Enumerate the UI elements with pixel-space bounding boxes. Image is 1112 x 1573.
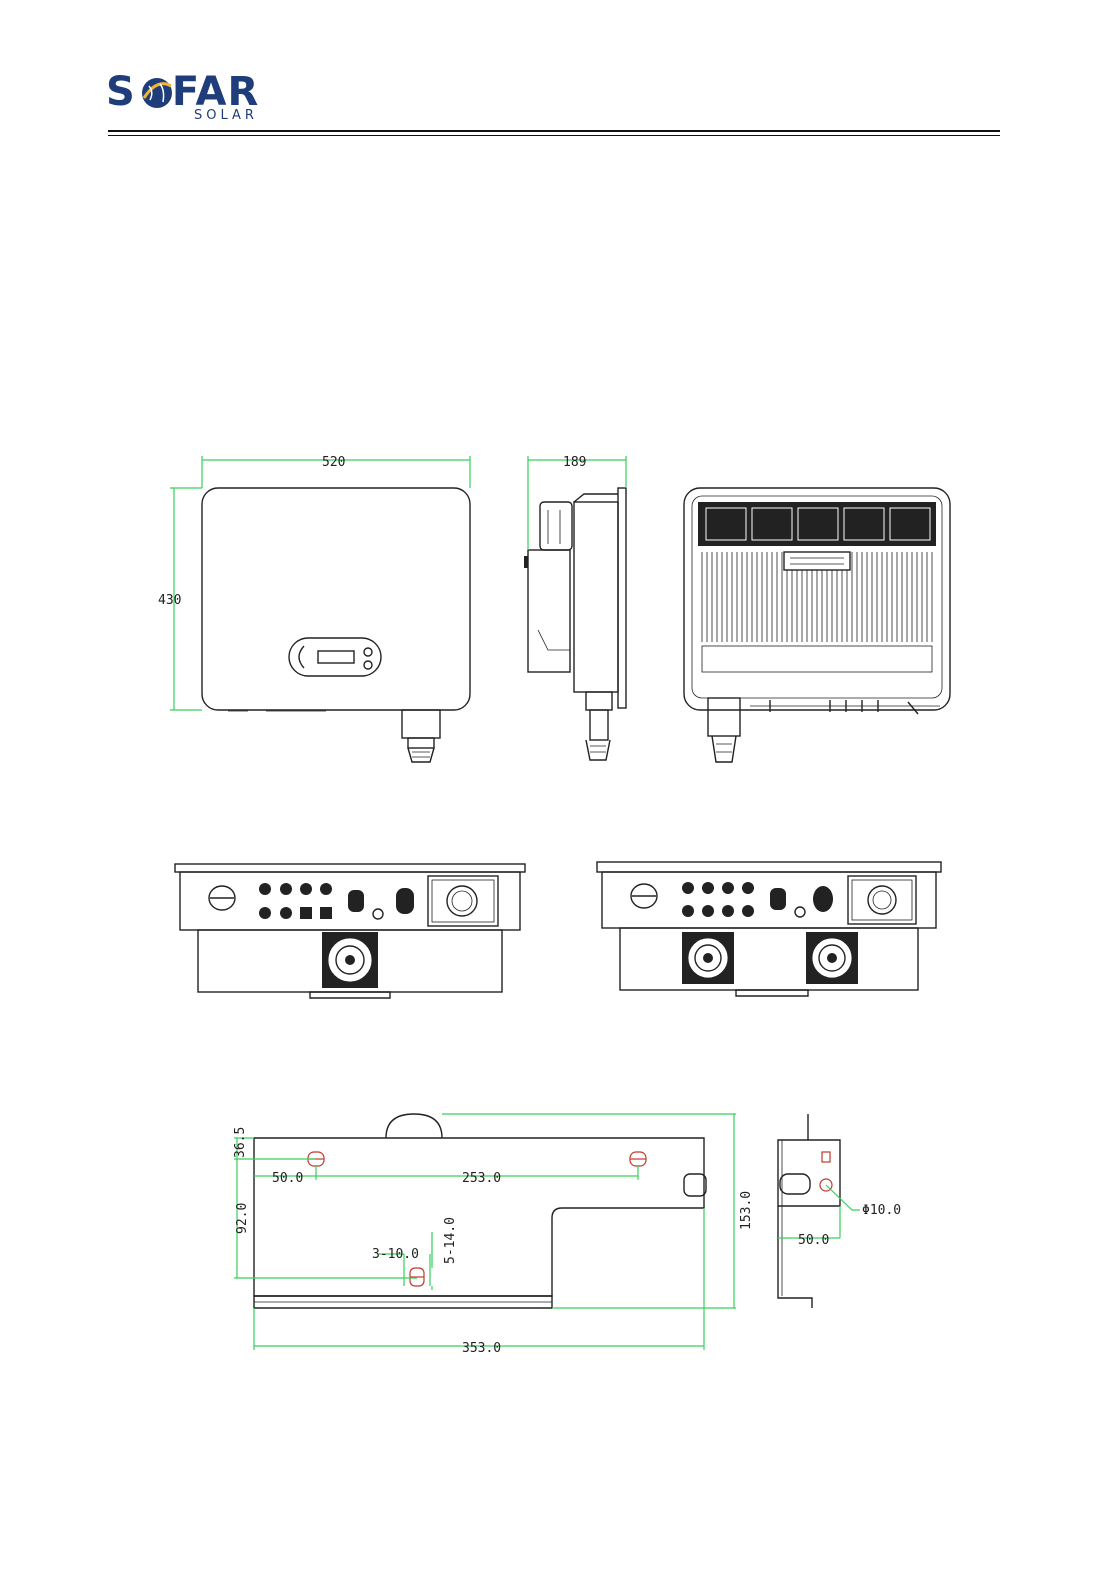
bracket-side-hole-dia: Φ10.0 (862, 1203, 901, 1218)
front-height-dim: 430 (158, 593, 181, 608)
mounting-bracket: 36.5 50.0 253.0 92.0 3-10.0 5-14.0 153.0… (233, 1114, 754, 1356)
bracket-dim-hole-offset: 50.0 (272, 1171, 303, 1186)
bracket-dim-slot-height: 5-14.0 (443, 1217, 458, 1264)
rear-view (684, 488, 950, 762)
bracket-dim-vertical: 92.0 (235, 1203, 250, 1234)
front-view: 520 430 (158, 455, 470, 762)
side-view: 189 (524, 455, 626, 760)
bracket-dim-total-height: 153.0 (739, 1191, 754, 1230)
front-width-dim: 520 (322, 455, 345, 470)
bracket-side-view: Φ10.0 50.0 (778, 1114, 901, 1308)
bracket-side-offset: 50.0 (798, 1233, 829, 1248)
bottom-view-left (175, 864, 525, 998)
side-depth-dim: 189 (563, 455, 586, 470)
bracket-dim-top-left: 36.5 (233, 1127, 248, 1158)
bracket-dim-slot: 3-10.0 (372, 1247, 419, 1262)
bottom-view-right (597, 862, 941, 996)
bracket-dim-hole-spacing: 253.0 (462, 1171, 501, 1186)
bracket-dim-total-width: 353.0 (462, 1341, 501, 1356)
